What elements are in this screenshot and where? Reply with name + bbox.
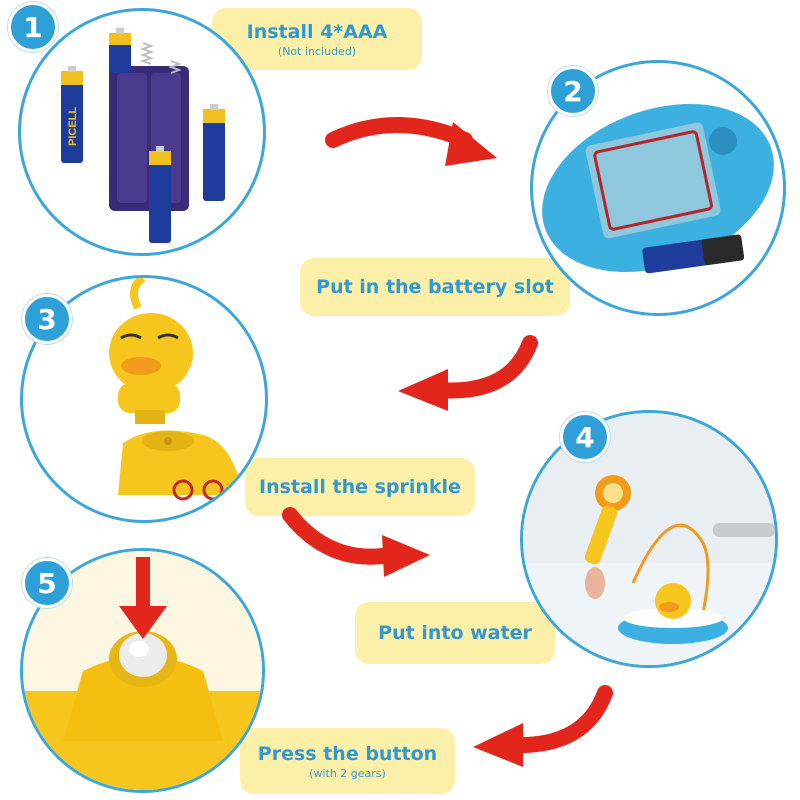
step-5-badge: 5	[22, 558, 72, 608]
arrow-2-to-3	[398, 335, 538, 411]
step-2-title: Put in the battery slot	[316, 276, 554, 298]
step-4-title: Put into water	[378, 622, 532, 644]
step-4-label: Put into water	[355, 602, 555, 664]
step-2-label: Put in the battery slot	[300, 258, 570, 316]
step-4-illustration	[520, 410, 778, 668]
step-5-note: (with 2 gears)	[309, 766, 386, 780]
step-5-label: Press the button (with 2 gears)	[240, 728, 455, 794]
step-1-note: (Not included)	[277, 44, 357, 58]
step-1-illustration: PICELL	[18, 8, 266, 256]
arrow-3-to-4	[282, 507, 430, 577]
step-4-badge: 4	[560, 412, 610, 462]
battery-brand-text: PICELL	[67, 107, 79, 146]
step-1-badge: 1	[8, 2, 58, 52]
step-5-title: Press the button	[257, 742, 438, 765]
arrow-4-to-5	[473, 685, 613, 767]
step-3-label: Install the sprinkle	[245, 458, 475, 516]
step-3-title: Install the sprinkle	[259, 476, 461, 498]
step-1-label: Install 4*AAA (Not included)	[212, 8, 422, 70]
step-1-title: Install 4*AAA	[246, 20, 388, 43]
step-3-badge: 3	[22, 294, 72, 344]
step-2-badge: 2	[548, 66, 598, 116]
arrow-1-to-2	[325, 117, 497, 166]
